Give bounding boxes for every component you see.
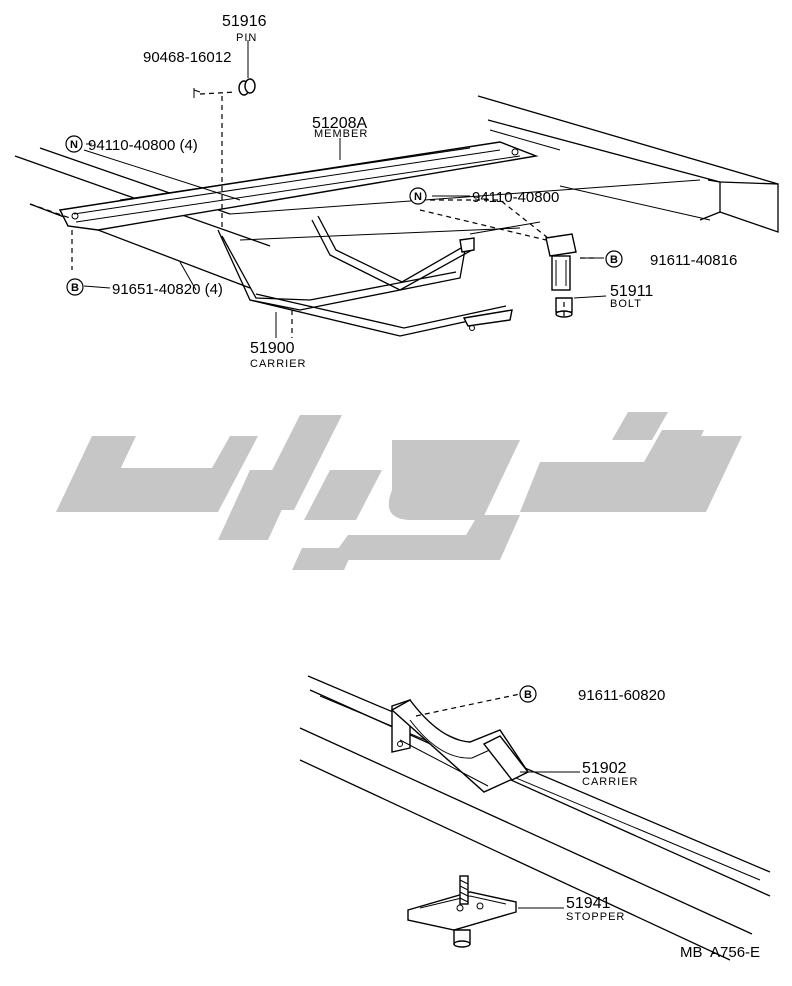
figure-code: MB A756-E [680, 944, 760, 961]
svg-text:B: B [71, 282, 79, 294]
part-name-carrier: CARRIER [250, 358, 307, 370]
badge-b-icon: B [605, 250, 623, 268]
part-number-51916: 51916 [222, 13, 267, 30]
leader-lines-lower [415, 693, 580, 909]
part-no-94110-4x: 94110-40800 (4) [88, 137, 198, 154]
pin-51916 [193, 78, 256, 98]
part-number-51911: 51911 [610, 283, 653, 300]
part-name-stopper: STOPPER [566, 911, 625, 923]
part-name-member: MEMBER [314, 128, 368, 140]
member-51208a [58, 141, 539, 231]
part-no-90468: 90468-16012 [143, 49, 231, 66]
part-no-91611-40816: 91611-40816 [650, 252, 737, 269]
svg-text:N: N [70, 139, 78, 151]
part-no-91651: 91651-40820 (4) [112, 281, 223, 298]
part-number-51208a: 51208A [312, 115, 367, 132]
badge-n-icon: N [409, 187, 427, 205]
svg-text:B: B [524, 689, 532, 701]
part-no-94110: 94110-40800 [472, 189, 559, 206]
part-name-pin: PIN [236, 32, 257, 44]
part-no-91611-60820: 91611-60820 [578, 687, 665, 704]
bolt-51911 [545, 233, 577, 318]
badge-b-icon: B [66, 278, 84, 296]
badge-n-icon: N [65, 135, 83, 153]
part-number-51902: 51902 [582, 760, 627, 777]
leader-lines-upper [83, 40, 607, 338]
carrier-51902 [390, 699, 530, 793]
part-name-carrier: CARRIER [582, 776, 639, 788]
part-name-bolt: BOLT [610, 298, 642, 310]
svg-text:N: N [414, 191, 422, 203]
part-number-51900: 51900 [250, 340, 295, 357]
vehicle-frame-lower [299, 675, 771, 961]
badge-b-icon: B [519, 685, 537, 703]
carrier-51900 [217, 215, 513, 337]
stopper-51941 [407, 875, 517, 948]
watermark-logo [56, 412, 742, 570]
svg-text:B: B [610, 254, 618, 266]
part-number-51941: 51941 [566, 895, 611, 912]
